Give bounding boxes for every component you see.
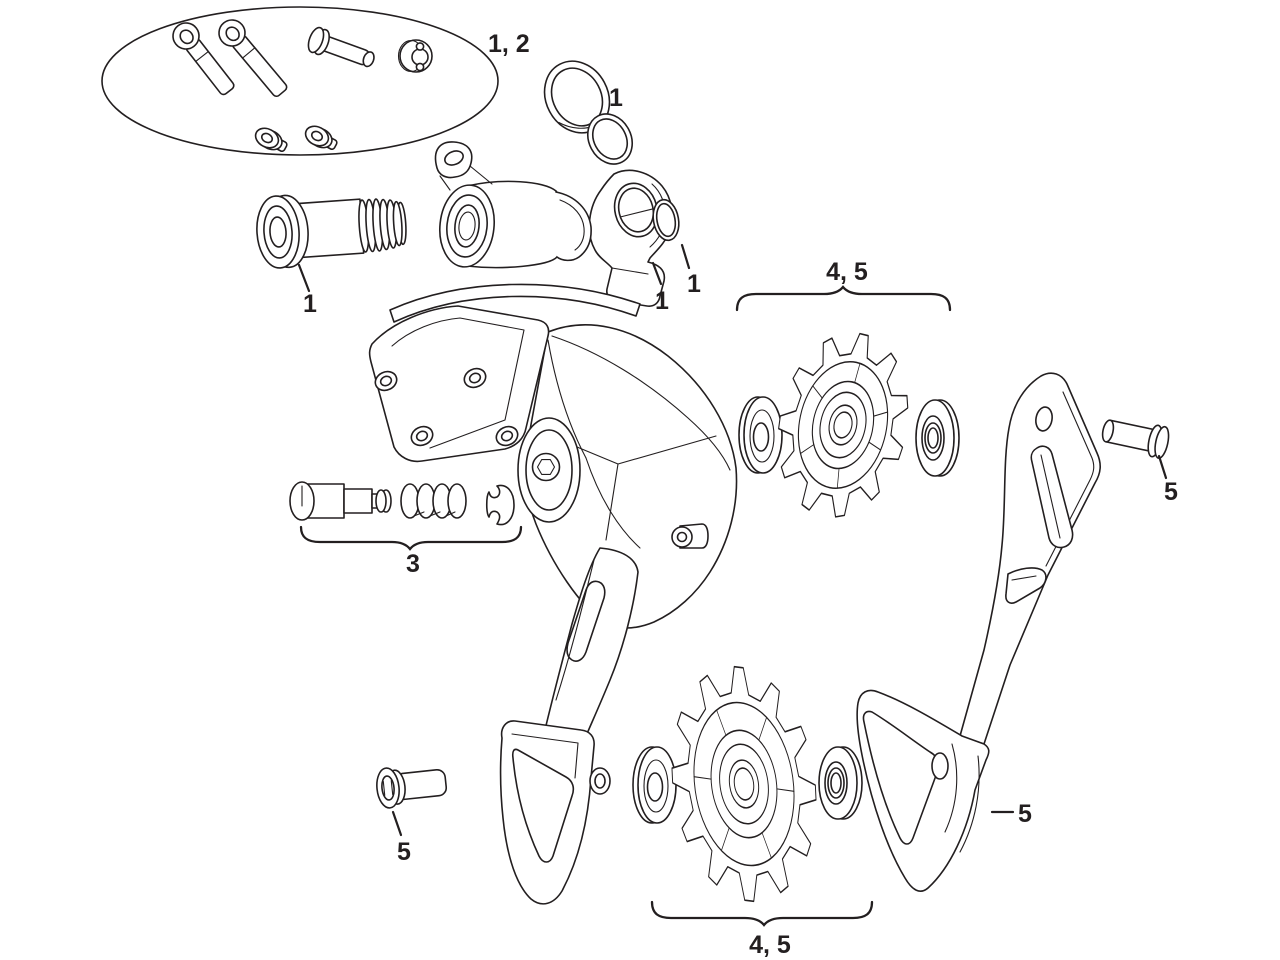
seal-rings-label: 1 [609,84,623,112]
mounting-bolt-label: 1 [303,290,317,318]
inner-cage-arm [543,547,639,737]
washer-drawing [738,396,783,474]
cage-stop-boss [671,523,709,549]
upper-pulley-group [738,332,960,518]
cage-screw-group [376,767,448,837]
body-cone [522,324,738,629]
screw-drawing [218,19,288,98]
pivot-bolt [495,425,519,447]
cage-pivot-boss [517,417,581,523]
outer-plate-upper [959,372,1101,745]
spring-kit-brace [299,525,523,551]
upper-pulley-label: 4, 5 [826,258,868,286]
lower-pulley-brace [650,900,874,927]
small-ring-leader [680,243,691,270]
cage-pin-label: 5 [1164,478,1178,506]
upper-pulley-drawing [778,332,909,518]
small-screw-drawing [304,125,338,151]
pin-drawing [289,481,392,521]
spring-drawing [400,483,467,519]
outer-plate-tab [1005,567,1047,604]
derailleur-body-group [368,141,738,905]
clip-drawing [485,484,515,526]
pivot-bolt [463,367,487,389]
lower-pulley-group [632,665,863,903]
outer-plate-label: 5 [1018,800,1032,828]
lower-pulley-label: 4, 5 [749,931,791,959]
body-band [389,283,641,323]
small-ring-group [652,198,680,242]
pivot-bolt [374,370,398,392]
cage-screw-leader [391,810,403,837]
outer-cage-plate-group [856,372,1101,892]
cage-pin-leader [1157,454,1168,480]
hardware-kit-ellipse [101,6,499,156]
cage-screw-label: 5 [397,838,411,866]
pivot-bolt [410,425,434,447]
lower-pulley-drawing [671,665,817,903]
hardware-kit-group [101,6,499,156]
small-screw-drawing [254,127,288,153]
screw-drawing [172,22,235,96]
washer-drawing [818,746,863,820]
linkage-plate [368,305,550,463]
mounting-bolt-leader [297,263,311,293]
spring-kit-group [289,481,515,526]
small-ring-label: 1 [687,270,701,298]
hardware-kit-label: 1, 2 [488,30,530,58]
mounting-bolt-group [256,194,407,293]
washer-drawing [915,399,960,477]
knuckle-bore [439,184,495,268]
pin-drawing [307,26,375,68]
washer-drawing [632,746,677,824]
cage-pin-group [1101,419,1170,480]
nut-drawing [397,39,433,73]
hanger-label: 1 [655,287,669,315]
hanger-leader [651,261,663,286]
knuckle-horn [555,191,592,262]
hanger-group [588,169,673,307]
spring-kit-label: 3 [406,550,420,578]
upper-pulley-brace [735,285,952,312]
seal-rings-group [543,60,633,165]
